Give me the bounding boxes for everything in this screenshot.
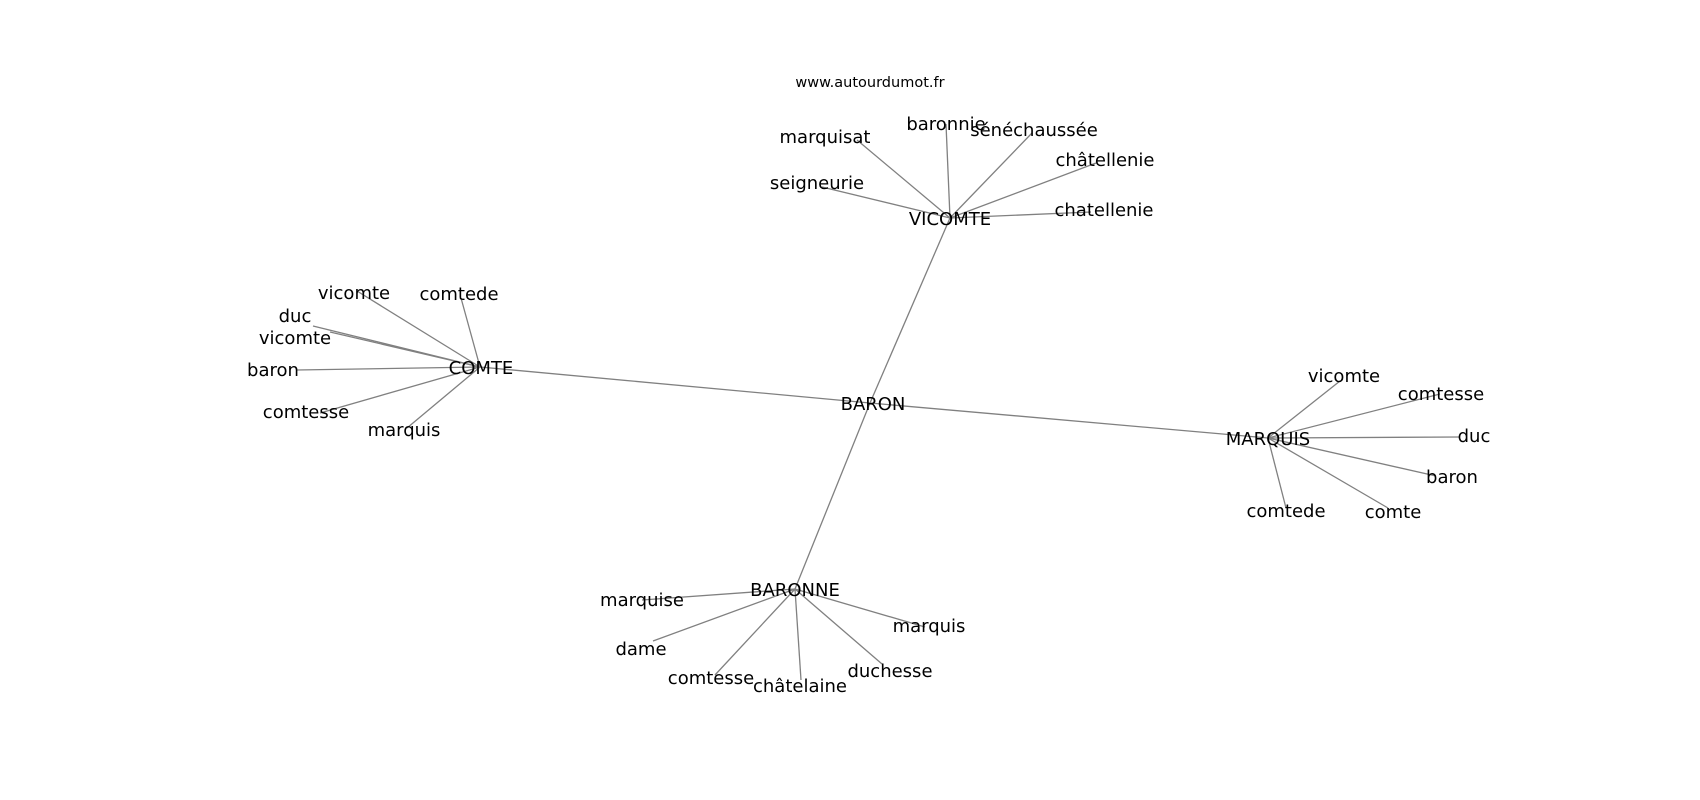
leaf-node-label[interactable]: sénéchaussée	[970, 120, 1098, 141]
leaf-node-label[interactable]: marquis	[893, 616, 966, 637]
edge-comte-to-leaf	[406, 366, 481, 429]
leaf-node-label[interactable]: châtellenie	[1055, 150, 1154, 171]
edge-comte-to-leaf	[319, 366, 481, 414]
leaf-node-label[interactable]: duc	[279, 306, 312, 327]
edge-marquis-to-leaf	[1267, 437, 1287, 509]
edge-marquis-to-leaf	[1267, 393, 1441, 439]
leaf-node-label[interactable]: dame	[615, 639, 666, 660]
edge-vicomte-to-leaf	[949, 132, 1033, 219]
leaf-node-label[interactable]: comtesse	[1398, 384, 1484, 405]
edge-marquis-to-leaf	[1267, 436, 1461, 439]
leaf-node-label[interactable]: comtede	[1246, 501, 1325, 522]
leaf-node-label[interactable]: marquise	[600, 590, 684, 611]
edge-center-to-baronne	[794, 402, 871, 590]
edge-baronne-to-leaf	[714, 588, 796, 676]
edge-baronne-to-leaf	[652, 588, 796, 642]
site-watermark: www.autourdumot.fr	[795, 75, 944, 91]
leaf-node-label[interactable]: vicomte	[259, 328, 331, 349]
edge-center-to-vicomte	[869, 217, 951, 404]
leaf-node-label[interactable]: vicomte	[318, 283, 390, 304]
leaf-node-label[interactable]: duchesse	[847, 661, 932, 682]
leaf-node-label[interactable]: vicomte	[1308, 366, 1380, 387]
edge-comte-to-leaf	[356, 290, 481, 368]
edge-marquis-to-leaf	[1267, 380, 1341, 439]
edge-center-to-marquis	[869, 402, 1269, 439]
leaf-node-label[interactable]: châtelaine	[753, 676, 847, 697]
leaf-node-label[interactable]: baron	[1426, 467, 1478, 488]
leaf-node-label[interactable]: marquis	[368, 420, 441, 441]
leaf-node-label[interactable]: comtesse	[668, 668, 754, 689]
edge-center-to-comte	[479, 366, 871, 404]
leaf-node-label[interactable]: marquisat	[780, 127, 871, 148]
hub-node-comte[interactable]: COMTE	[449, 358, 514, 379]
leaf-node-label[interactable]: duc	[1458, 426, 1491, 447]
edge-baronne-to-leaf	[794, 588, 926, 628]
edge-baronne-to-leaf	[641, 588, 796, 601]
edge-comte-to-leaf	[296, 366, 481, 371]
edge-comte-to-leaf	[329, 331, 481, 368]
edge-vicomte-to-leaf	[856, 139, 951, 219]
edge-vicomte-to-leaf	[949, 162, 1097, 219]
edge-marquis-to-leaf	[1267, 437, 1389, 509]
leaf-node-label[interactable]: comtesse	[263, 402, 349, 423]
center-node-label[interactable]: BARON	[841, 394, 906, 415]
leaf-node-label[interactable]: baron	[247, 360, 299, 381]
leaf-node-label[interactable]: comte	[1365, 502, 1422, 523]
edge-baronne-to-leaf	[794, 588, 802, 681]
hub-node-vicomte[interactable]: VICOMTE	[909, 209, 991, 230]
hub-node-marquis[interactable]: MARQUIS	[1226, 429, 1310, 450]
leaf-node-label[interactable]: seigneurie	[770, 173, 864, 194]
leaf-node-label[interactable]: baronnie	[906, 114, 985, 135]
graph-labels: BARON VICOMTE seigneurie marquisat baronnies…	[247, 114, 1490, 697]
edge-baronne-to-leaf	[794, 588, 883, 665]
leaf-node-label[interactable]: comtede	[419, 284, 498, 305]
graph-edges	[296, 123, 1461, 681]
edge-comte-to-leaf	[460, 297, 481, 368]
edge-vicomte-to-leaf	[949, 211, 1092, 219]
hub-node-baronne[interactable]: BARONNE	[750, 580, 840, 601]
edge-marquis-to-leaf	[1267, 437, 1437, 477]
edge-vicomte-to-leaf	[821, 186, 951, 219]
leaf-node-label[interactable]: chatellenie	[1054, 200, 1153, 221]
edge-vicomte-to-leaf	[945, 123, 951, 219]
